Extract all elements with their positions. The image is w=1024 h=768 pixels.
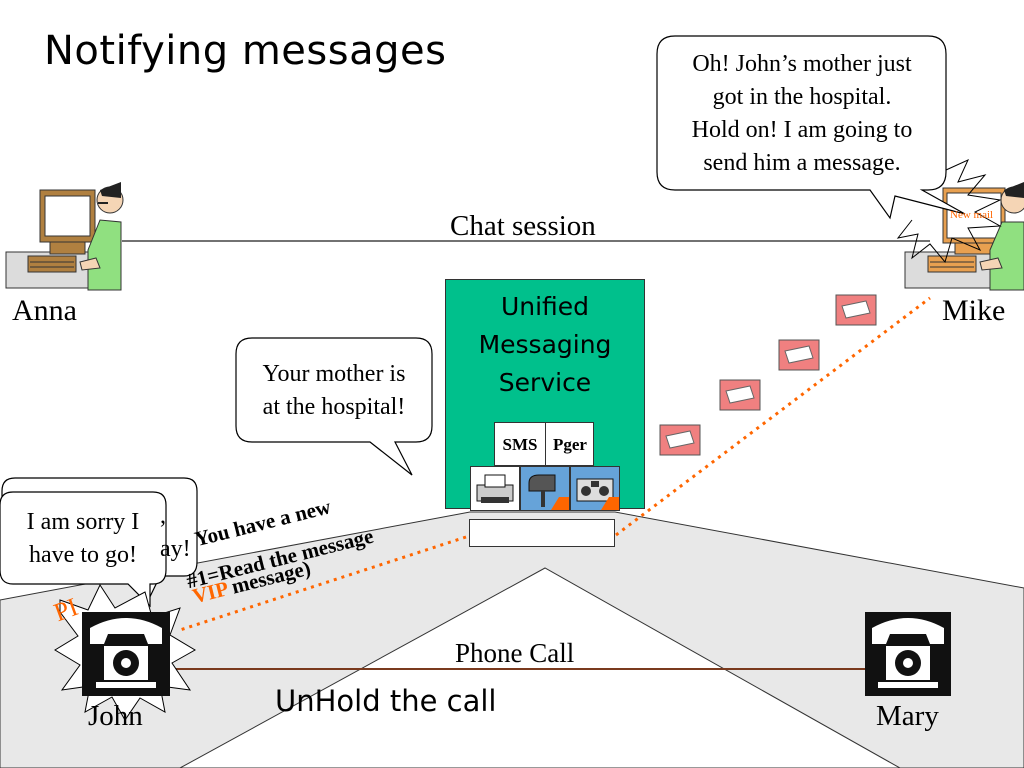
mike-screen-new-mail: New mail bbox=[950, 209, 994, 221]
sms-pager-box: SMS Pger bbox=[494, 422, 594, 466]
mail-envelope-icon bbox=[778, 339, 820, 371]
ums-speech-bubble bbox=[235, 337, 433, 476]
dotted-path-john bbox=[179, 535, 467, 632]
mail-envelope-icon bbox=[835, 294, 877, 326]
chat-session-label: Chat session bbox=[450, 210, 596, 242]
dotted-path-mike bbox=[615, 296, 931, 537]
person-label-anna: Anna bbox=[12, 294, 77, 327]
fax-machine-icon bbox=[470, 466, 520, 511]
mailbox-icon bbox=[520, 466, 570, 511]
sms-label: SMS bbox=[495, 423, 546, 465]
unhold-call-label: UnHold the call bbox=[275, 684, 497, 718]
ums-bubble-text: Your mother is at the hospital! bbox=[262, 361, 406, 420]
john-front-speech-bubble bbox=[0, 491, 167, 608]
person-label-mike: Mike bbox=[942, 294, 1006, 327]
mary-telephone-icon bbox=[865, 612, 951, 696]
john-telephone-icon bbox=[82, 612, 170, 696]
mike-bubble-text: Oh! John’s mother just got in the hospit… bbox=[691, 51, 913, 176]
mike-speech-bubble bbox=[656, 35, 966, 220]
john-back-bubble-fragment: , ay! bbox=[160, 503, 191, 562]
mail-envelope-icon bbox=[659, 424, 701, 456]
anna-computer-icon bbox=[5, 182, 124, 291]
phone-call-label: Phone Call bbox=[455, 638, 575, 668]
person-label-john: John bbox=[88, 700, 143, 732]
mail-envelope-icon bbox=[719, 379, 761, 411]
ums-title: Unified Messaging Service bbox=[478, 292, 612, 397]
mike-spike-accent bbox=[896, 158, 1002, 264]
pager-label: Pger bbox=[553, 435, 587, 454]
ums-base-box bbox=[469, 519, 615, 547]
slide-title: Notifying messages bbox=[44, 28, 447, 74]
radio-cassette-icon bbox=[570, 466, 620, 511]
person-label-mary: Mary bbox=[876, 700, 939, 732]
john-front-bubble-text: I am sorry I have to go! bbox=[26, 509, 140, 568]
